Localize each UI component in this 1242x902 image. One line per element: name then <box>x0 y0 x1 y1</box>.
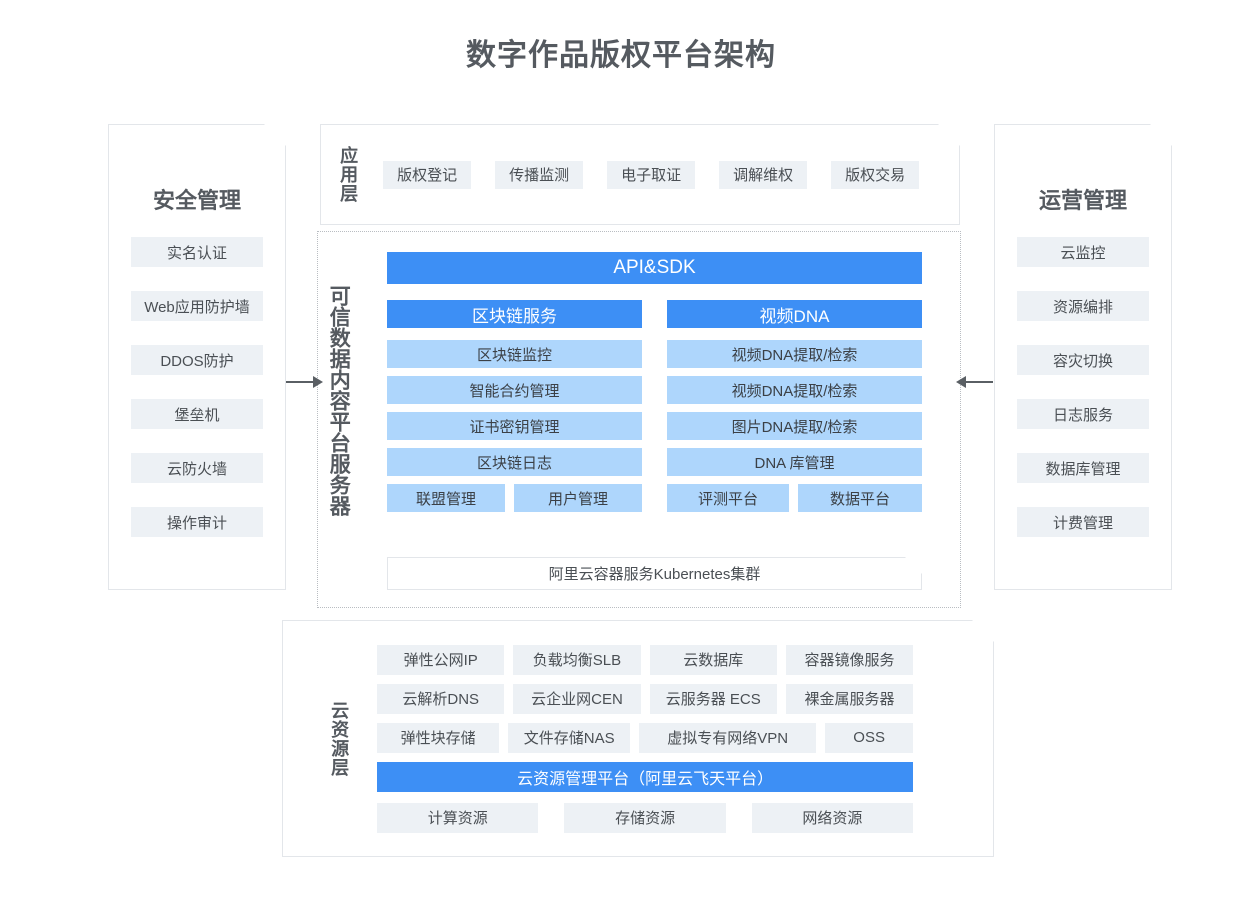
list-item[interactable]: 容器镜像服务 <box>786 645 913 675</box>
trusted-platform-label: 可信数据内容平台服务器 <box>327 284 351 516</box>
security-management-list: 实名认证 Web应用防护墙 DDOS防护 堡垒机 云防火墙 操作审计 <box>109 237 285 537</box>
list-item[interactable]: 联盟管理 <box>387 484 505 512</box>
list-item[interactable]: 计算资源 <box>377 803 538 833</box>
cloud-resource-footer: 计算资源 存储资源 网络资源 <box>377 803 913 833</box>
list-item[interactable]: 云监控 <box>1017 237 1149 267</box>
list-item[interactable]: 虚拟专有网络VPN <box>639 723 816 753</box>
list-item[interactable]: 用户管理 <box>514 484 642 512</box>
blockchain-service-header[interactable]: 区块链服务 <box>387 300 642 328</box>
list-item[interactable]: 区块链监控 <box>387 340 642 368</box>
security-management-title: 安全管理 <box>152 188 241 213</box>
trusted-platform-columns: 区块链服务 区块链监控 智能合约管理 证书密钥管理 区块链日志 联盟管理 用户管… <box>387 300 922 512</box>
kubernetes-cluster-card[interactable]: 阿里云容器服务Kubernetes集群 <box>387 557 922 590</box>
list-item[interactable]: 文件存储NAS <box>508 723 630 753</box>
list-item[interactable]: 图片DNA提取/检索 <box>667 412 922 440</box>
arrow-left-icon <box>956 376 993 388</box>
cloud-resource-row: 弹性块存储 文件存储NAS 虚拟专有网络VPN OSS <box>377 723 913 753</box>
list-item[interactable]: 计费管理 <box>1017 507 1149 537</box>
list-item[interactable]: 传播监测 <box>495 161 583 189</box>
operations-management-list: 云监控 资源编排 容灾切换 日志服务 数据库管理 计费管理 <box>995 237 1171 537</box>
application-layer-card: 应用层 版权登记 传播监测 电子取证 调解维权 版权交易 <box>320 124 960 225</box>
list-item[interactable]: OSS <box>825 723 913 753</box>
list-item[interactable]: 电子取证 <box>607 161 695 189</box>
list-item[interactable]: 负载均衡SLB <box>513 645 640 675</box>
list-item[interactable]: 视频DNA提取/检索 <box>667 340 922 368</box>
list-item[interactable]: 证书密钥管理 <box>387 412 642 440</box>
application-layer-label: 应用层 <box>338 146 359 203</box>
list-item[interactable]: 版权登记 <box>383 161 471 189</box>
cloud-resource-layer-label: 云资源层 <box>329 700 350 777</box>
list-item[interactable]: 云服务器 ECS <box>650 684 777 714</box>
list-item[interactable]: 容灾切换 <box>1017 345 1149 375</box>
video-dna-pair-row: 评测平台 数据平台 <box>667 484 922 512</box>
list-item[interactable]: Web应用防护墙 <box>131 291 263 321</box>
list-item[interactable]: 网络资源 <box>752 803 913 833</box>
list-item[interactable]: 存储资源 <box>564 803 725 833</box>
blockchain-pair-row: 联盟管理 用户管理 <box>387 484 642 512</box>
list-item[interactable]: DDOS防护 <box>131 345 263 375</box>
page-title: 数字作品版权平台架构 <box>466 39 776 72</box>
blockchain-service-column: 区块链服务 区块链监控 智能合约管理 证书密钥管理 区块链日志 联盟管理 用户管… <box>387 300 642 512</box>
list-item[interactable]: 云企业网CEN <box>513 684 640 714</box>
cloud-resource-row: 弹性公网IP 负载均衡SLB 云数据库 容器镜像服务 <box>377 645 913 675</box>
list-item[interactable]: 视频DNA提取/检索 <box>667 376 922 404</box>
trusted-platform-inner: API&SDK 区块链服务 区块链监控 智能合约管理 证书密钥管理 区块链日志 … <box>387 252 922 512</box>
list-item[interactable]: 版权交易 <box>831 161 919 189</box>
list-item[interactable]: DNA 库管理 <box>667 448 922 476</box>
operations-management-title: 运营管理 <box>1038 188 1127 213</box>
list-item[interactable]: 调解维权 <box>719 161 807 189</box>
security-management-panel: 安全管理 实名认证 Web应用防护墙 DDOS防护 堡垒机 云防火墙 操作审计 <box>108 124 286 590</box>
list-item[interactable]: 云数据库 <box>650 645 777 675</box>
list-item[interactable]: 实名认证 <box>131 237 263 267</box>
list-item[interactable]: 数据平台 <box>798 484 922 512</box>
list-item[interactable]: 评测平台 <box>667 484 789 512</box>
list-item[interactable]: 操作审计 <box>131 507 263 537</box>
list-item[interactable]: 堡垒机 <box>131 399 263 429</box>
list-item[interactable]: 数据库管理 <box>1017 453 1149 483</box>
video-dna-header[interactable]: 视频DNA <box>667 300 922 328</box>
list-item[interactable]: 弹性块存储 <box>377 723 499 753</box>
list-item[interactable]: 裸金属服务器 <box>786 684 913 714</box>
cloud-resource-layer-body: 弹性公网IP 负载均衡SLB 云数据库 容器镜像服务 云解析DNS 云企业网CE… <box>377 645 913 833</box>
trusted-platform-container <box>317 231 961 608</box>
video-dna-column: 视频DNA 视频DNA提取/检索 视频DNA提取/检索 图片DNA提取/检索 D… <box>667 300 922 512</box>
arrow-right-icon <box>286 376 323 388</box>
api-sdk-bar[interactable]: API&SDK <box>387 252 922 284</box>
list-item[interactable]: 云防火墙 <box>131 453 263 483</box>
list-item[interactable]: 云解析DNS <box>377 684 504 714</box>
list-item[interactable]: 日志服务 <box>1017 399 1149 429</box>
cloud-resource-management-bar[interactable]: 云资源管理平台（阿里云飞天平台） <box>377 762 913 792</box>
list-item[interactable]: 弹性公网IP <box>377 645 504 675</box>
application-layer-items: 版权登记 传播监测 电子取证 调解维权 版权交易 <box>383 161 919 189</box>
operations-management-panel: 运营管理 云监控 资源编排 容灾切换 日志服务 数据库管理 计费管理 <box>994 124 1172 590</box>
cloud-resource-layer-card: 云资源层 弹性公网IP 负载均衡SLB 云数据库 容器镜像服务 云解析DNS 云… <box>282 620 994 857</box>
list-item[interactable]: 区块链日志 <box>387 448 642 476</box>
list-item[interactable]: 智能合约管理 <box>387 376 642 404</box>
list-item[interactable]: 资源编排 <box>1017 291 1149 321</box>
cloud-resource-row: 云解析DNS 云企业网CEN 云服务器 ECS 裸金属服务器 <box>377 684 913 714</box>
